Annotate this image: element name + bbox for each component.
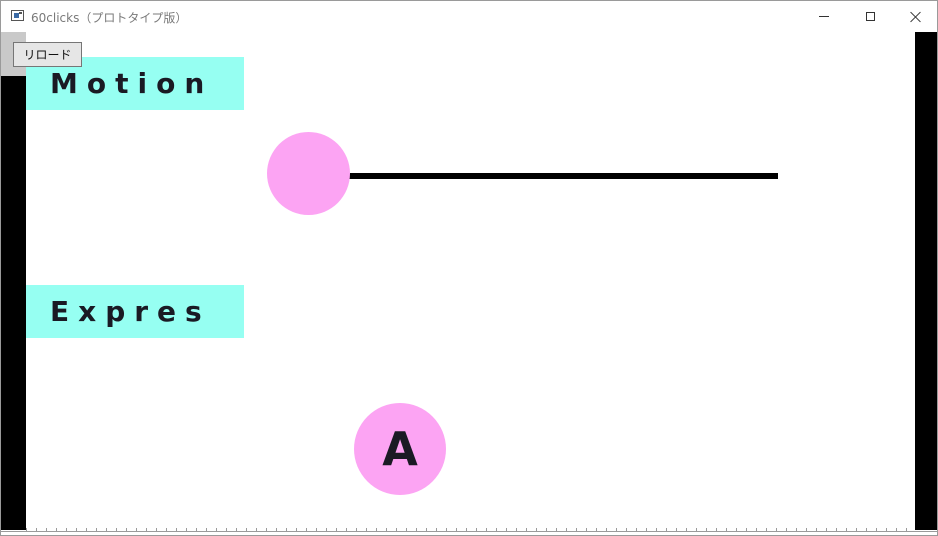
window-title: 60clicks（プロトタイプ版） bbox=[31, 11, 188, 25]
right-frame-bar bbox=[915, 32, 937, 530]
motion-track-line bbox=[341, 173, 778, 179]
close-button[interactable] bbox=[893, 1, 937, 32]
minimize-button[interactable] bbox=[801, 1, 847, 32]
minimize-icon bbox=[819, 16, 829, 17]
left-frame-bar bbox=[1, 32, 26, 530]
app-window-icon bbox=[11, 10, 24, 21]
bottom-ruler bbox=[26, 528, 915, 531]
reload-button[interactable]: リロード bbox=[13, 42, 82, 67]
close-icon bbox=[910, 11, 922, 23]
bottom-border bbox=[1, 531, 937, 532]
maximize-button[interactable] bbox=[847, 1, 893, 32]
game-canvas[interactable]: Motion Expres リロード A bbox=[1, 32, 937, 535]
key-ball[interactable]: A bbox=[354, 403, 446, 495]
expres-label: Expres bbox=[26, 285, 244, 338]
motion-label: Motion bbox=[26, 57, 244, 110]
maximize-icon bbox=[865, 12, 875, 21]
motion-ball[interactable] bbox=[267, 132, 350, 215]
title-bar[interactable]: 60clicks（プロトタイプ版） bbox=[1, 1, 937, 32]
